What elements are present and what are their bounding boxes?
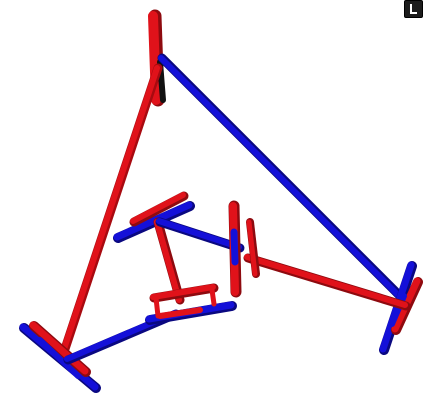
inner-bottom-bar [149,287,232,320]
window-toggle-button[interactable] [404,0,423,18]
inner-frame [117,195,256,320]
window-toggle-icon [410,4,417,14]
outer-frame [23,16,418,388]
inner-vertical [233,206,256,292]
